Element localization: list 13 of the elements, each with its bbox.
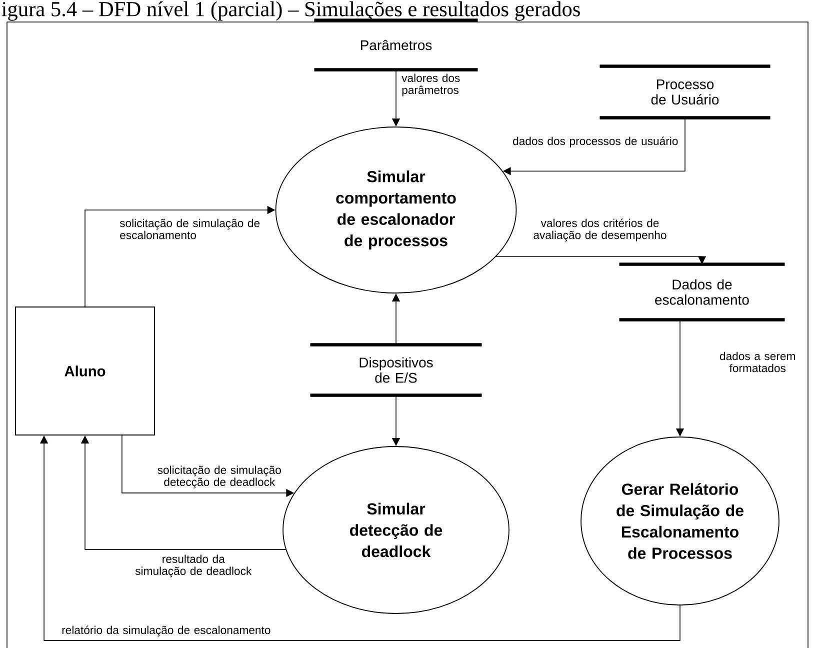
edge-label: valores dos critérios de avaliação de desempenho: [534, 218, 666, 242]
data-store: Dispositivos de E/S: [310, 343, 482, 397]
edge-label: solicitação de simulação de escalonamento: [120, 218, 260, 240]
data-store: Parâmetros: [314, 18, 478, 72]
edge-label: solicitação de simulação detecção de deadlock: [158, 466, 281, 488]
edge-label: relatório da simulação de escalonamento: [62, 626, 270, 636]
figure-title: igura 5.4 – DFD nível 1 (parcial) – Simulações e resultados gerados: [2, 1, 580, 21]
data-store: Dados de escalonamento: [619, 262, 785, 322]
data-store: Processo de Usuário: [600, 64, 770, 120]
edge-label: resultado da simulação de deadlock: [135, 554, 252, 578]
edge-label: dados a serem formatados: [720, 352, 795, 372]
entity-box: Aluno: [15, 306, 155, 436]
edge-label: valores dos parâmetros: [402, 74, 460, 96]
